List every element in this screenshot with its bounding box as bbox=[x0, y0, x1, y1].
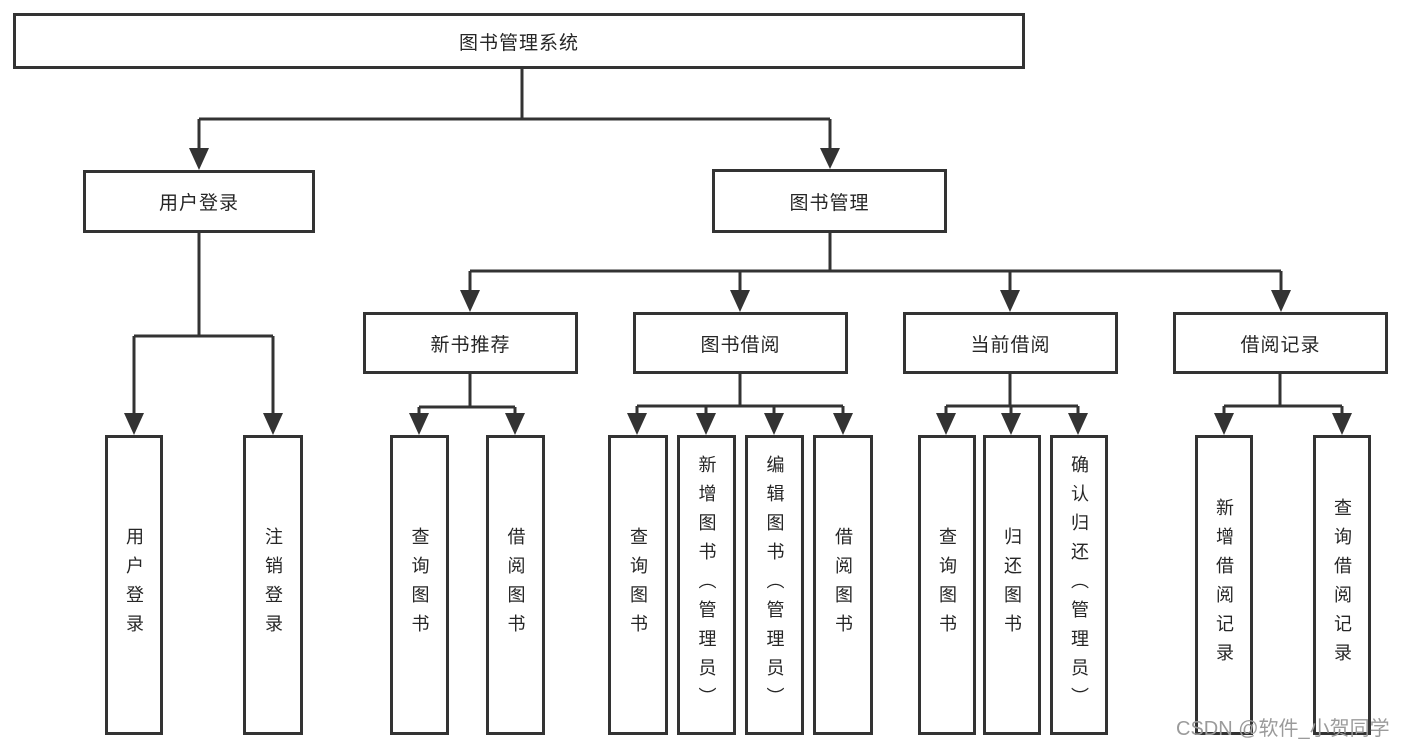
node-root-system: 图书管理系统 bbox=[13, 13, 1025, 69]
node-label: 新增借阅记录 bbox=[1214, 498, 1234, 672]
node-new-book-recommend: 新书推荐 bbox=[363, 312, 578, 374]
arrow-icon bbox=[189, 148, 209, 170]
node-label: 查询图书 bbox=[628, 527, 648, 643]
arrow-icon bbox=[833, 413, 853, 435]
leaf-borrow-books-recommend: 借阅图书 bbox=[486, 435, 545, 735]
leaf-add-books-admin: 新增图书（管理员） bbox=[677, 435, 736, 735]
node-book-borrow: 图书借阅 bbox=[633, 312, 848, 374]
node-label: 用户登录 bbox=[124, 527, 144, 643]
leaf-return-books: 归还图书 bbox=[983, 435, 1041, 735]
node-label: 确认归还（管理员） bbox=[1069, 454, 1089, 716]
connector-lines bbox=[132, 68, 1344, 415]
arrow-icon bbox=[627, 413, 647, 435]
leaf-borrow-books: 借阅图书 bbox=[813, 435, 873, 735]
arrow-icon bbox=[1271, 290, 1291, 312]
node-label: 归还图书 bbox=[1002, 527, 1022, 643]
arrow-icon bbox=[696, 413, 716, 435]
leaf-logout: 注销登录 bbox=[243, 435, 303, 735]
arrow-icon bbox=[764, 413, 784, 435]
node-label: 编辑图书（管理员） bbox=[764, 454, 785, 716]
arrow-icon bbox=[730, 290, 750, 312]
arrow-icon bbox=[1000, 290, 1020, 312]
node-label: 图书借阅 bbox=[700, 334, 781, 356]
node-book-management: 图书管理 bbox=[712, 169, 947, 233]
node-label: 借阅图书 bbox=[833, 527, 853, 643]
node-label: 新增图书（管理员） bbox=[696, 454, 717, 716]
connector-current-group bbox=[944, 374, 1080, 415]
arrow-icon bbox=[1001, 413, 1021, 435]
connector-bookmgmt-to-level3 bbox=[468, 233, 1283, 292]
leaf-edit-books-admin: 编辑图书（管理员） bbox=[745, 435, 804, 735]
arrow-icon bbox=[505, 413, 525, 435]
node-label: 注销登录 bbox=[263, 527, 283, 643]
watermark-text: CSDN @软件_小贺同学 bbox=[1176, 718, 1390, 740]
node-label: 查询借阅记录 bbox=[1332, 498, 1352, 672]
node-label: 借阅图书 bbox=[505, 527, 526, 643]
arrow-icon bbox=[1214, 413, 1234, 435]
arrow-icon bbox=[820, 148, 840, 169]
node-label: 用户登录 bbox=[158, 193, 239, 214]
arrow-icon bbox=[263, 413, 283, 435]
node-label: 借阅记录 bbox=[1240, 334, 1321, 356]
node-borrow-records: 借阅记录 bbox=[1173, 312, 1388, 374]
connector-newbook-group bbox=[417, 374, 517, 415]
connector-root-to-level2 bbox=[197, 68, 832, 150]
node-label: 图书管理系统 bbox=[458, 32, 579, 54]
arrow-icon bbox=[460, 290, 480, 312]
leaf-confirm-return-admin: 确认归还（管理员） bbox=[1050, 435, 1108, 735]
connector-borrow-group bbox=[635, 374, 845, 415]
arrow-icon bbox=[1068, 413, 1088, 435]
arrow-icon bbox=[124, 413, 144, 435]
node-label: 图书管理 bbox=[789, 192, 870, 214]
leaf-query-books-borrow: 查询图书 bbox=[608, 435, 668, 735]
arrow-icon bbox=[936, 413, 956, 435]
arrowheads bbox=[124, 148, 1352, 435]
node-current-borrow: 当前借阅 bbox=[903, 312, 1118, 374]
arrow-icon bbox=[1332, 413, 1352, 435]
node-label: 新书推荐 bbox=[430, 334, 511, 356]
connector-userlogin-group bbox=[132, 233, 275, 415]
node-label: 查询图书 bbox=[937, 527, 957, 643]
node-user-login: 用户登录 bbox=[83, 170, 315, 233]
leaf-query-books-current: 查询图书 bbox=[918, 435, 976, 735]
connector-records-group bbox=[1222, 374, 1344, 415]
leaf-query-books-recommend: 查询图书 bbox=[390, 435, 449, 735]
node-label: 查询图书 bbox=[409, 527, 430, 643]
leaf-query-borrow-record: 查询借阅记录 bbox=[1313, 435, 1371, 735]
arrow-icon bbox=[409, 413, 429, 435]
leaf-add-borrow-record: 新增借阅记录 bbox=[1195, 435, 1253, 735]
node-label: 当前借阅 bbox=[970, 334, 1051, 356]
leaf-user-login: 用户登录 bbox=[105, 435, 163, 735]
